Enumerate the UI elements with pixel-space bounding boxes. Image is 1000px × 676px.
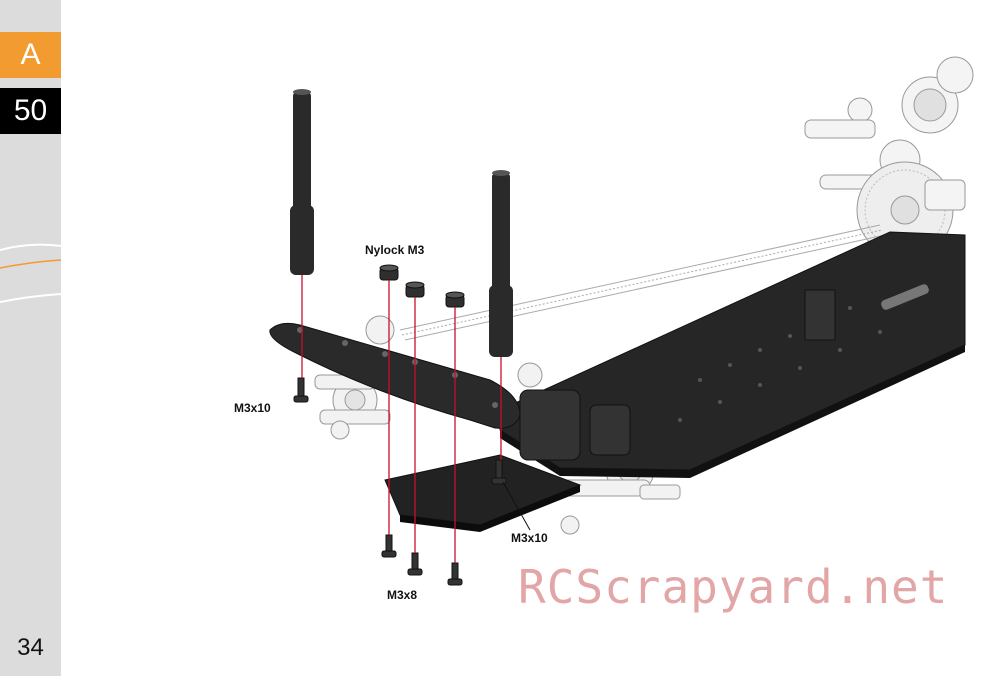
motor-mount-block <box>804 289 836 341</box>
body-post-left <box>290 89 314 275</box>
section-badge: A <box>0 32 61 78</box>
step-number-badge: 50 <box>0 88 61 134</box>
rear-drivetrain-lineart <box>804 56 974 259</box>
watermark: RCScrapyard.net <box>518 560 949 614</box>
sidebar: A 50 34 <box>0 0 61 676</box>
nylock-nuts <box>379 264 465 308</box>
screws <box>293 377 507 586</box>
label-nylock-m3: Nylock M3 <box>365 243 425 257</box>
chassis-holes <box>678 306 882 422</box>
upper-front-brace <box>269 322 521 429</box>
label-m3x10-left: M3x10 <box>234 401 271 415</box>
front-bulkhead <box>519 389 631 461</box>
chassis-plate-edge <box>500 345 965 478</box>
assembly-guide-lines <box>301 275 502 563</box>
chassis-slot <box>881 284 929 310</box>
body-post-right <box>489 170 513 357</box>
lower-front-plate-edge <box>400 485 580 532</box>
swoosh-decoration <box>0 243 61 303</box>
drive-belt <box>399 224 886 341</box>
leader-line <box>502 481 531 531</box>
label-m3x8: M3x8 <box>387 588 418 602</box>
label-m3x10-right: M3x10 <box>511 531 548 545</box>
chassis-assembly-illustration <box>269 56 974 586</box>
page-number: 34 <box>17 634 44 661</box>
